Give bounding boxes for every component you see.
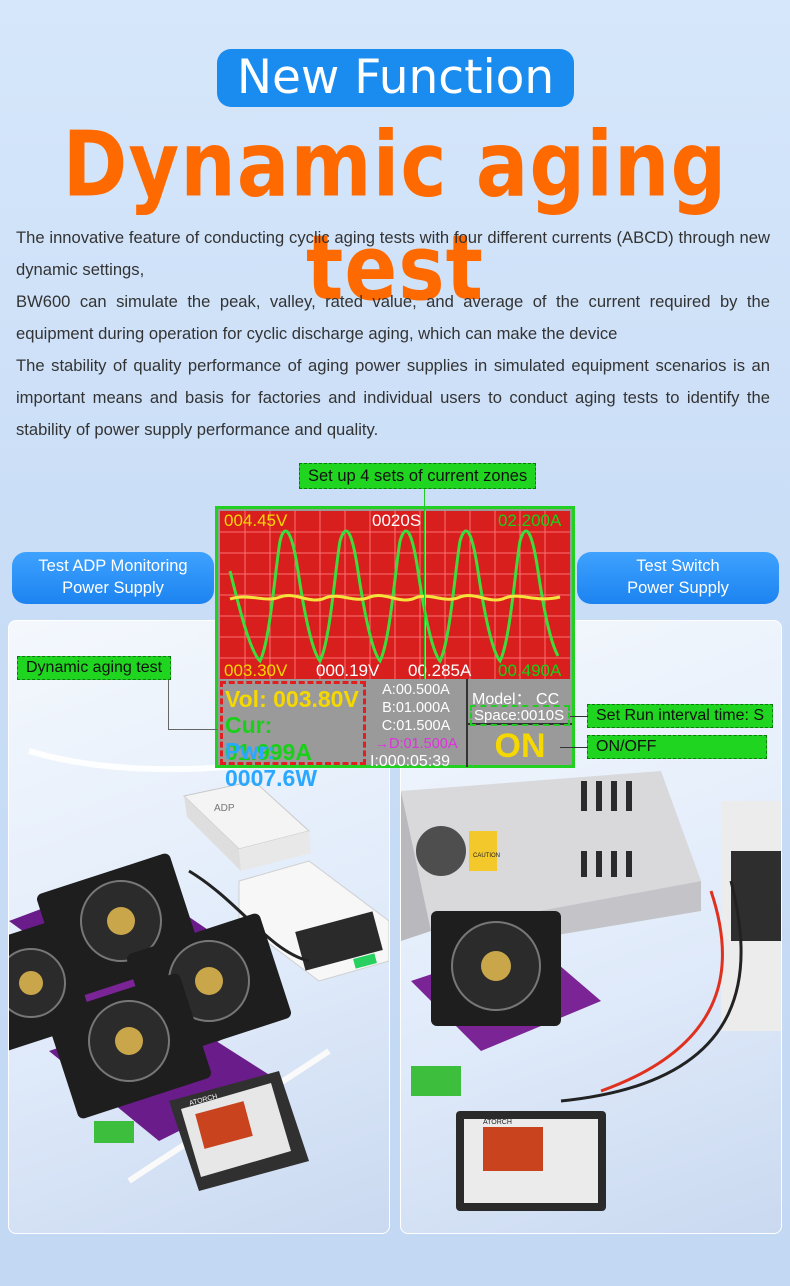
time-scale: 0020S xyxy=(372,511,422,530)
vol-label: Vol: xyxy=(225,686,267,712)
test-adp-button: Test ADP Monitoring Power Supply xyxy=(12,552,214,604)
current-zones-callout: Set up 4 sets of current zones xyxy=(299,463,537,489)
cur-label: Cur: xyxy=(225,712,273,738)
switch-power-supply: CAUTION xyxy=(401,771,701,956)
zone-list: A:00.500A B:01.000A C:01.500A →D:01.500A… xyxy=(368,681,464,770)
pwr-label: Pwr: xyxy=(225,738,275,764)
interval-callout: Set Run interval time: S xyxy=(587,704,774,728)
current-delta: 00.285A xyxy=(408,661,472,680)
svg-text:ATORCH: ATORCH xyxy=(483,1119,512,1126)
interval: Space:0010S xyxy=(470,705,570,726)
test-adp-line-2: Power Supply xyxy=(62,579,164,597)
vol-value: 003.80V xyxy=(273,686,359,712)
zone-a: A:00.500A xyxy=(382,682,450,698)
new-function-badge: New Function xyxy=(217,49,574,107)
timer: I:000:05:39 xyxy=(370,753,451,770)
description-line-1: The innovative feature of conducting cyc… xyxy=(16,228,770,279)
min-voltage: 003.30V xyxy=(224,661,288,680)
zone-b: B:01.000A xyxy=(382,700,450,716)
description-line-3: The stability of quality performance of … xyxy=(16,356,770,439)
dynamic-aging-callout: Dynamic aging test xyxy=(17,656,172,680)
min-current: 00.490A xyxy=(498,661,562,680)
mode: Model： CC xyxy=(472,691,560,708)
description: The innovative feature of conducting cyc… xyxy=(16,222,770,446)
test-switch-line-1: Test Switch xyxy=(636,557,720,575)
svg-text:ADP: ADP xyxy=(214,803,235,814)
device-screen: 004.45V 0020S 02.200A 003.30V 000.19V 00… xyxy=(215,506,575,791)
test-adp-line-1: Test ADP Monitoring xyxy=(38,557,188,575)
max-current: 02.200A xyxy=(498,511,562,530)
page-title: Dynamic aging test xyxy=(62,114,728,321)
readout-panel: Vol: 003.80V Cur: 01.999A Pwr: 0007.6W xyxy=(220,681,366,791)
svg-text:CAUTION: CAUTION xyxy=(473,853,500,859)
output-state: ON xyxy=(494,727,546,765)
voltage-delta: 000.19V xyxy=(316,661,380,680)
description-line-2: BW600 can simulate the peak, valley, rat… xyxy=(16,292,770,343)
voltage-waveform xyxy=(229,594,561,602)
waveform-chart xyxy=(220,511,570,679)
max-voltage: 004.45V xyxy=(224,511,288,530)
oscilloscope: 004.45V 0020S 02.200A 003.30V 000.19V 00… xyxy=(220,511,570,680)
monitor-display: ATORCH xyxy=(169,1071,309,1191)
pwr-value: 0007.6W xyxy=(225,765,318,791)
adapter-icon: ADP xyxy=(182,780,311,871)
onoff-callout: ON/OFF xyxy=(587,735,767,759)
test-switch-button: Test Switch Power Supply xyxy=(577,552,779,604)
current-waveform xyxy=(228,529,560,664)
switch-psu-photo: CAUTION ATORCH xyxy=(401,771,781,1211)
zone-d: →D:01.500A xyxy=(374,736,458,752)
monitor-display: ATORCH xyxy=(456,1111,606,1211)
test-switch-line-2: Power Supply xyxy=(627,579,729,597)
zone-c: C:01.500A xyxy=(381,718,451,734)
cur-value: 01.999A xyxy=(225,739,312,765)
load-module xyxy=(411,911,601,1096)
